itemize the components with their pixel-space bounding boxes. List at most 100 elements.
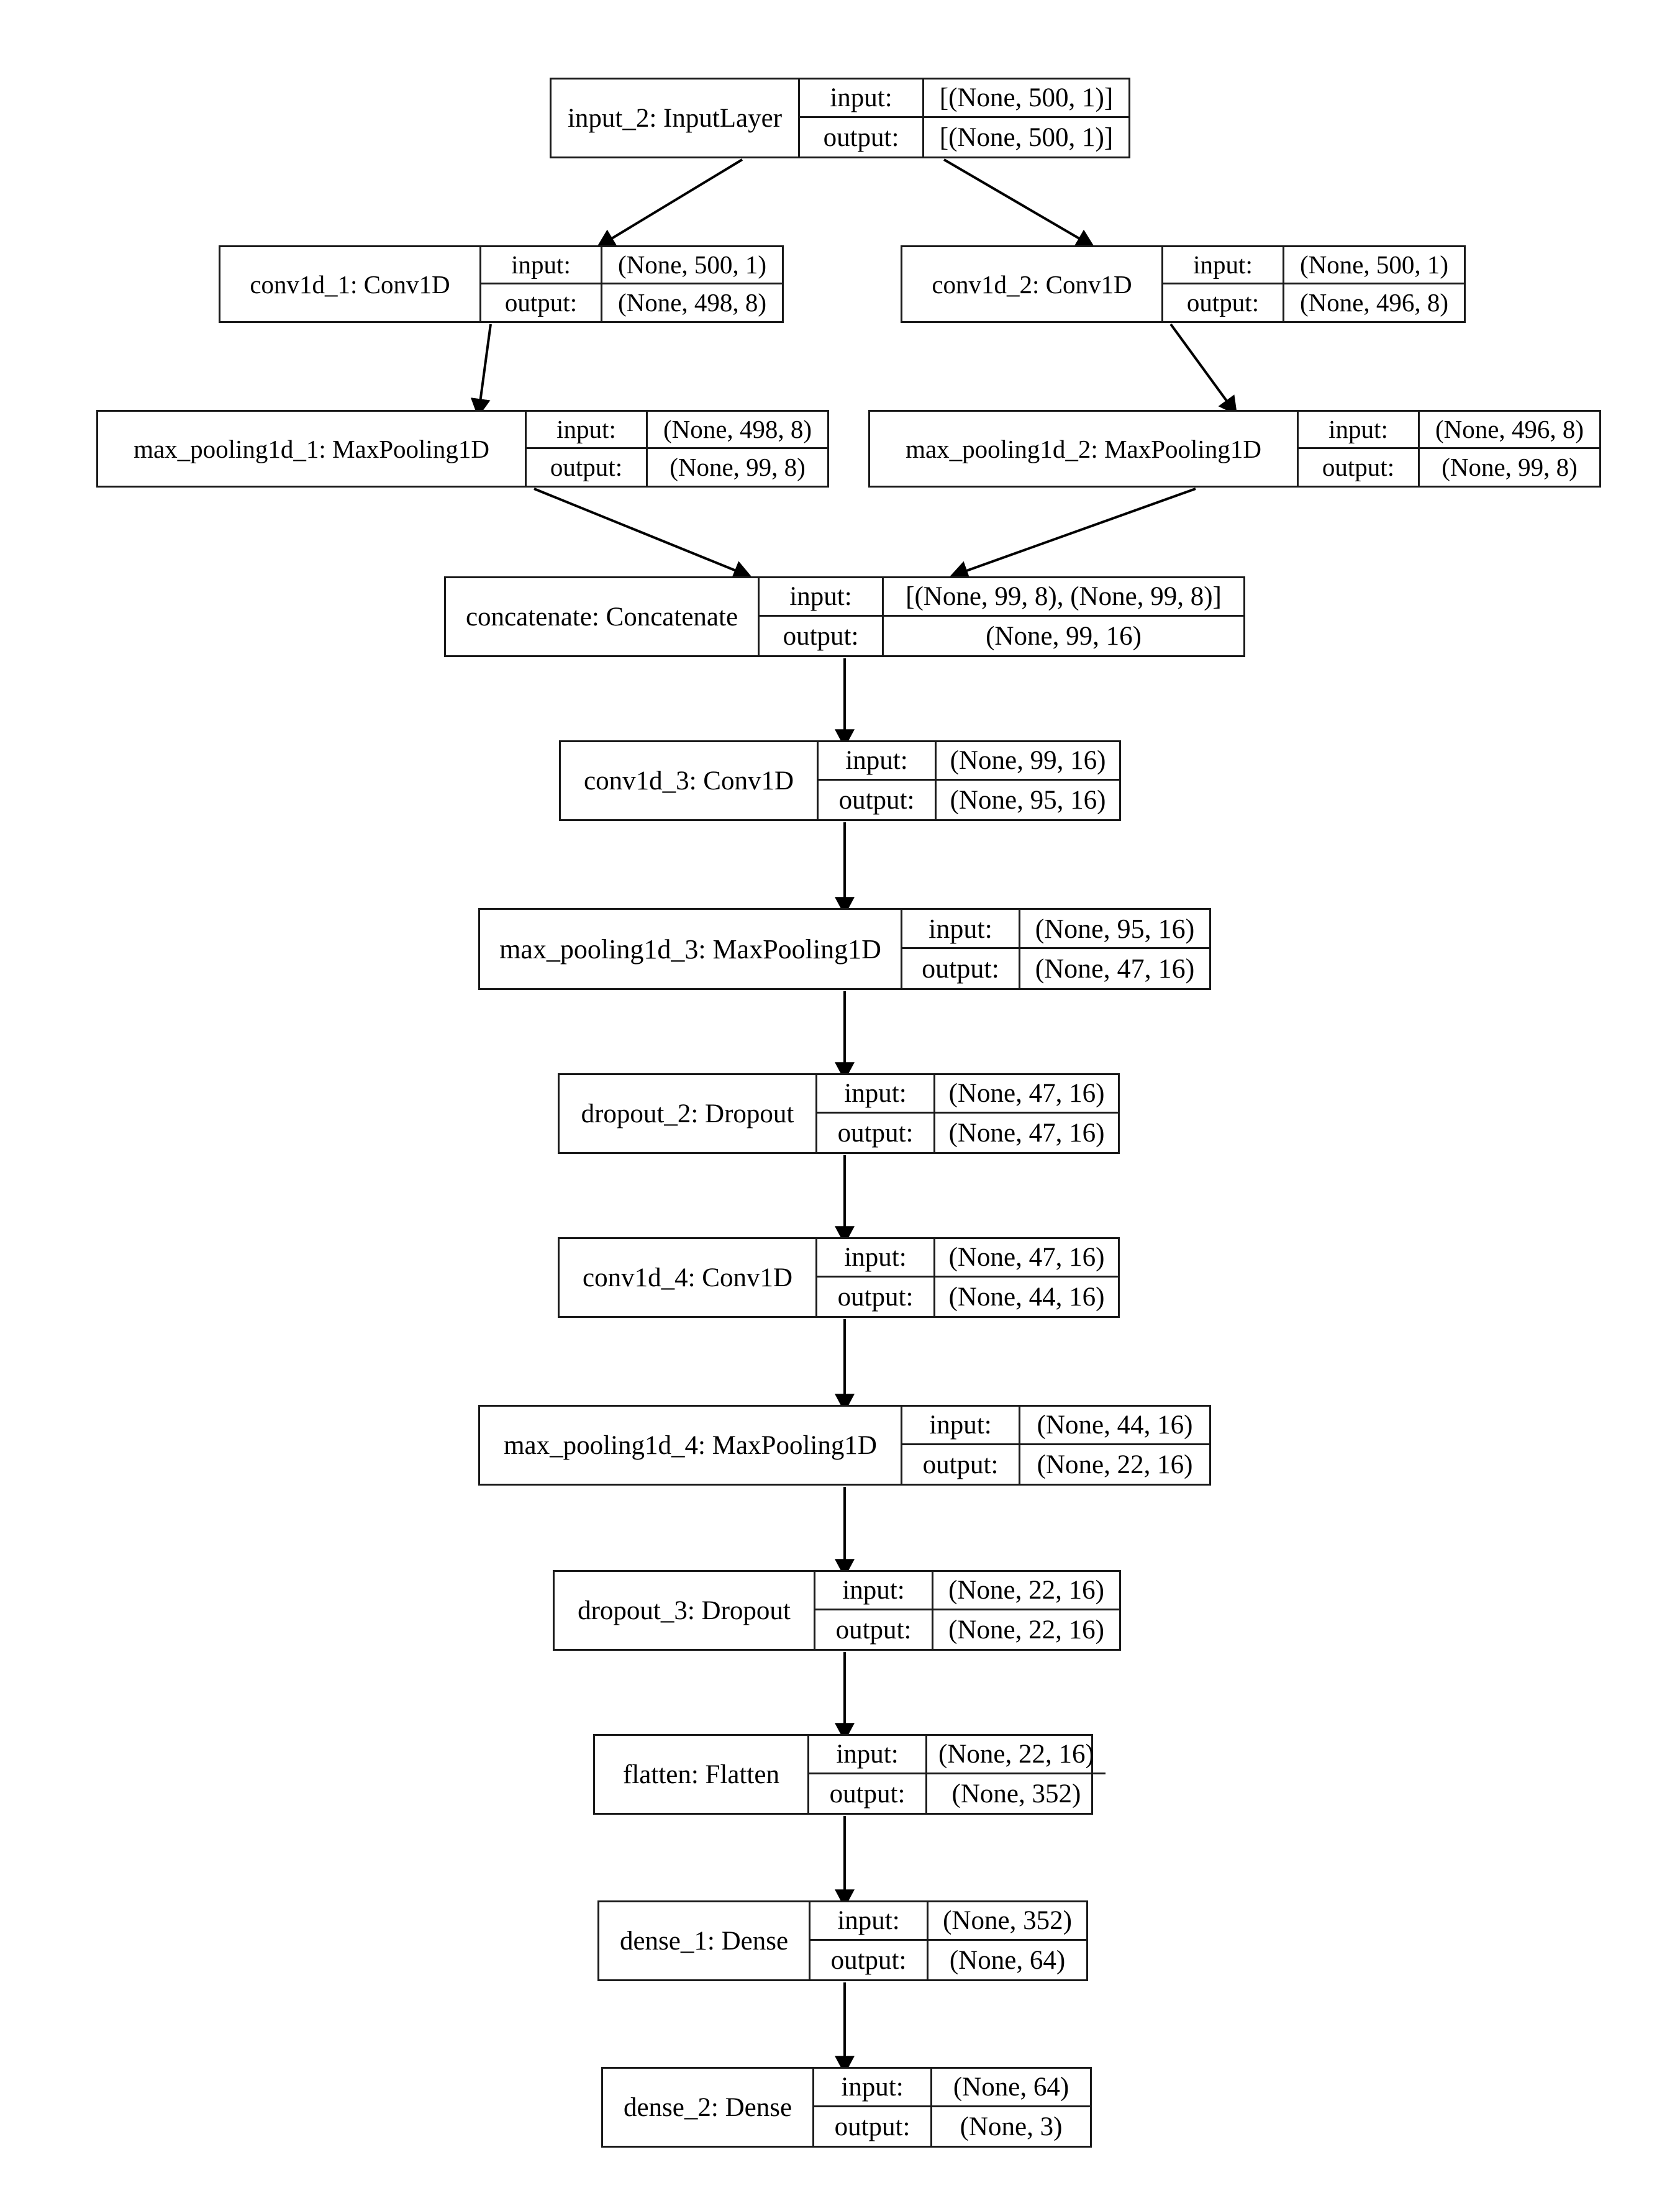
layer-io-table: input:(None, 22, 16)output:(None, 352) <box>809 1736 1106 1813</box>
io-label-input: input: <box>810 1902 929 1939</box>
io-row-output: output:[(None, 500, 1)] <box>800 118 1128 157</box>
layer-io-table: input: (None, 500, 1) output: (None, 496, 8… <box>1163 247 1464 321</box>
io-label-output: output: <box>527 448 648 486</box>
layer-io-table: input: (None, 64) output: (None, 3) <box>814 2069 1090 2146</box>
io-row-output: output:(None, 99, 16) <box>760 617 1243 655</box>
io-label-output: output: <box>902 1445 1020 1484</box>
io-shape-input: (None, 95, 16) <box>1035 913 1195 944</box>
io-shape-input: [(None, 99, 8), (None, 99, 8)] <box>906 582 1222 611</box>
io-shape-output: (None, 22, 16) <box>1037 1450 1193 1479</box>
io-row-output: output:(None, 44, 16) <box>817 1278 1118 1316</box>
layer-io-table: input: (None, 44, 16) output: (None, 22, 16… <box>902 1407 1209 1484</box>
layer-name: max_pooling1d_1: MaxPooling1D <box>98 412 527 486</box>
io-shape-input: (None, 498, 8) <box>663 415 812 444</box>
io-label-output: output: <box>814 2107 932 2146</box>
io-label-input: input: <box>527 412 648 447</box>
io-label-input: input: <box>481 247 602 283</box>
io-row-input: input:(None, 22, 16) <box>815 1572 1119 1610</box>
io-label-output: output: <box>815 1610 933 1649</box>
io-label-input: input: <box>1299 412 1420 447</box>
io-row-output: output: (None, 22, 16) <box>902 1445 1209 1484</box>
io-label-input: input: <box>800 79 924 116</box>
io-shape-output: (None, 95, 16) <box>950 785 1106 815</box>
io-label-input: input: <box>902 910 1020 947</box>
io-row-output: output:(None, 95, 16) <box>819 781 1119 819</box>
io-shape-input: (None, 496, 8) <box>1435 415 1584 444</box>
layer-name: conv1d_3: Conv1D <box>561 742 819 819</box>
io-label-input: input: <box>1163 247 1284 283</box>
io-shape-output: (None, 99, 16) <box>986 621 1142 651</box>
layer-io-table: input:(None, 496, 8)output:(None, 99, 8) <box>1299 412 1599 486</box>
io-label-output: output: <box>817 1278 935 1316</box>
io-shape-output: [(None, 500, 1)] <box>939 122 1114 152</box>
io-shape-input: [(None, 500, 1)] <box>939 83 1114 112</box>
io-shape-input: (None, 99, 16) <box>950 746 1106 775</box>
edge-input_2-to-conv1d_1 <box>596 158 743 248</box>
layer-name: dense_1: Dense <box>599 1902 810 1979</box>
io-shape-output: (None, 496, 8) <box>1299 288 1449 317</box>
io-label-input: input: <box>814 2069 932 2105</box>
io-row-input: input:(None, 47, 16) <box>817 1075 1118 1114</box>
layer-name: max_pooling1d_3: MaxPooling1D <box>480 910 902 988</box>
layer-name: concatenate: Concatenate <box>446 578 760 655</box>
io-shape-output: (None, 47, 16) <box>948 1118 1105 1148</box>
io-row-input: input: (None, 44, 16) <box>902 1407 1209 1445</box>
io-label-output: output: <box>1163 284 1284 321</box>
io-label-input: input: <box>819 742 937 779</box>
io-row-input: input: [(None, 99, 8), (None, 99, 8)] <box>760 578 1243 617</box>
layer-name: input_2: InputLayer <box>552 79 800 157</box>
io-shape-output: (None, 47, 16) <box>1035 953 1195 984</box>
io-shape-output: (None, 3) <box>960 2112 1063 2141</box>
io-row-output: output: (None, 3) <box>814 2107 1090 2146</box>
io-row-output: output:(None, 352) <box>809 1774 1106 1813</box>
io-label-input: input: <box>760 578 884 615</box>
layer-name: max_pooling1d_2: MaxPooling1D <box>870 412 1299 486</box>
layer-io-table: input:(None, 95, 16)output:(None, 47, 16… <box>902 910 1209 988</box>
layer-io-table: input:(None, 22, 16)output:(None, 22, 16… <box>815 1572 1119 1649</box>
io-label-input: input: <box>817 1239 935 1276</box>
io-label-output: output: <box>817 1114 935 1152</box>
layer-name: max_pooling1d_4: MaxPooling1D <box>480 1407 902 1484</box>
io-row-input: input:(None, 47, 16) <box>817 1239 1118 1278</box>
io-row-input: input: (None, 95, 16) <box>902 910 1209 949</box>
layer-io-table: input:[(None, 500, 1)]output:[(None, 500… <box>800 79 1128 157</box>
layer-io-table: input:(None, 352)output:(None, 64) <box>810 1902 1086 1979</box>
layer-io-table: input:(None, 47, 16)output:(None, 44, 16… <box>817 1239 1118 1316</box>
layer-name: dense_2: Dense <box>603 2069 814 2146</box>
io-shape-input: (None, 500, 1) <box>1299 250 1449 279</box>
io-row-input: input: (None, 99, 16) <box>819 742 1119 781</box>
io-shape-input: (None, 44, 16) <box>1037 1410 1193 1440</box>
io-label-input: input: <box>902 1407 1020 1443</box>
io-label-output: output: <box>481 284 602 321</box>
io-row-input: input: (None, 500, 1) <box>1163 247 1464 284</box>
layer-io-table: input: (None, 99, 16) output:(None, 95, 16… <box>819 742 1119 819</box>
edge-conv1d_1-to-max_pooling1d_1 <box>470 324 492 418</box>
io-shape-output: (None, 99, 8) <box>1442 453 1578 482</box>
layer-name: dropout_3: Dropout <box>555 1572 815 1649</box>
io-shape-input: (None, 64) <box>953 2072 1069 2102</box>
layer-name: dropout_2: Dropout <box>560 1075 817 1152</box>
io-row-output: output:(None, 498, 8) <box>481 284 782 321</box>
io-label-output: output: <box>810 1941 929 1979</box>
layer-name: conv1d_4: Conv1D <box>560 1239 817 1316</box>
io-row-output: output: (None, 496, 8) <box>1163 284 1464 321</box>
io-shape-output: (None, 99, 8) <box>670 453 806 482</box>
layer-io-table: input:(None, 47, 16)output: (None, 47, 16… <box>817 1075 1118 1152</box>
io-row-output: output:(None, 64) <box>810 1941 1086 1979</box>
